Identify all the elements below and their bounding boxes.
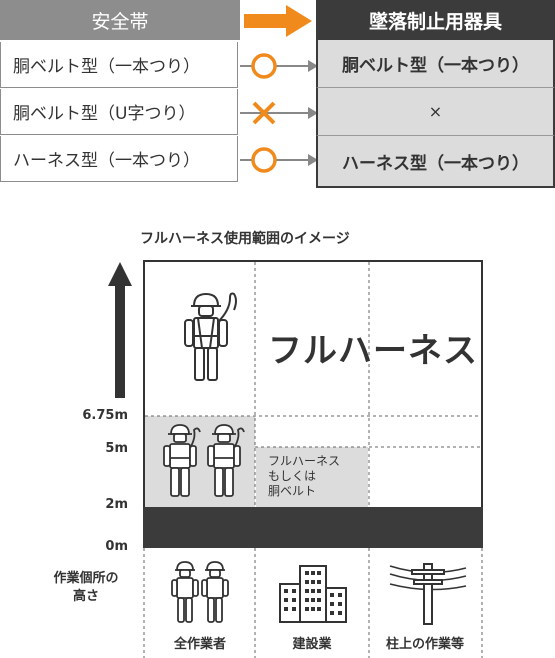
- ground-band: [143, 507, 483, 548]
- column-label-all-workers: 全作業者: [173, 637, 226, 652]
- mixed-label: フルハーネス もしくは 胴ベルト: [268, 454, 340, 499]
- full-harness-label: フルハーネス: [268, 331, 478, 371]
- row3-left: ハーネス型（一本つり）: [0, 136, 238, 182]
- axis-title-line-2: 高さ: [72, 589, 99, 604]
- height-label-675: 6.75m: [82, 408, 128, 423]
- full-harness-worker-icon: [184, 292, 237, 381]
- axis-title: 作業個所の 高さ: [36, 570, 136, 606]
- row1-right: 胴ベルト型（一本つり）: [316, 40, 555, 88]
- shaded-mixed-area: [256, 447, 368, 507]
- workers-icon: [171, 561, 229, 623]
- diagram-title: フルハーネス使用範囲のイメージ: [140, 231, 350, 247]
- row-marks: [240, 53, 318, 173]
- utility-pole-icon: [389, 563, 467, 625]
- cross-icon: [240, 101, 318, 125]
- header-fall-arrest: 墜落制止用器具: [316, 0, 555, 40]
- column-label-pole-work: 柱上の作業等: [385, 637, 464, 652]
- height-arrow-icon: [108, 262, 132, 398]
- orange-arrow-icon: [244, 5, 312, 37]
- mixed-line-2: もしくは: [268, 469, 317, 483]
- column-label-construction: 建設業: [292, 637, 332, 652]
- bottom-separators: [143, 548, 483, 658]
- two-workers-icon: [163, 424, 245, 497]
- row2-right: ×: [316, 88, 555, 136]
- circle-icon: [240, 53, 318, 79]
- grid-lines: [145, 262, 481, 507]
- height-label-0: 0m: [105, 539, 128, 554]
- header-safety-belt: 安全帯: [0, 0, 241, 40]
- building-icon: [279, 565, 347, 623]
- height-label-2: 2m: [105, 497, 128, 512]
- row1-left: 胴ベルト型（一本つり）: [0, 42, 238, 88]
- height-label-5: 5m: [105, 441, 128, 456]
- row3-right: ハーネス型（一本つり）: [316, 136, 555, 188]
- circle-icon: [240, 147, 318, 173]
- row2-left: 胴ベルト型（U字つり）: [0, 89, 238, 135]
- mixed-line-3: 胴ベルト: [268, 484, 317, 498]
- mixed-line-1: フルハーネス: [268, 454, 341, 468]
- axis-title-line-1: 作業個所の: [53, 571, 119, 586]
